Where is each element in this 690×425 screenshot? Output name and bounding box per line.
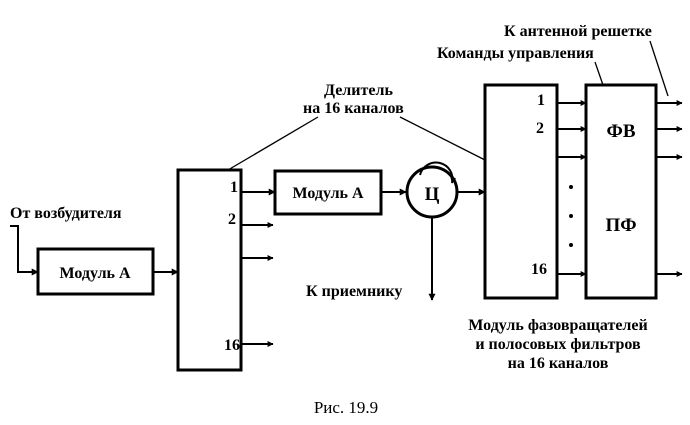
module-a-block-2 bbox=[273, 169, 383, 216]
module-caption-line2: и полосовых фильтров bbox=[475, 336, 641, 353]
divider-label-line2: на 16 каналов bbox=[303, 100, 404, 117]
control-commands-label: Команды управления bbox=[437, 45, 594, 62]
antenna-leader-line bbox=[649, 40, 669, 97]
control-leader-line bbox=[594, 61, 604, 86]
phase-filter-module-body bbox=[584, 83, 658, 300]
module-a-label-1: Модуль А bbox=[59, 265, 131, 282]
phase-shifter-label: ФВ bbox=[607, 121, 636, 142]
phase-filter-module-inputs bbox=[483, 83, 559, 300]
input-arrow bbox=[10, 225, 39, 276]
ellipsis-dot bbox=[569, 185, 573, 189]
module-port-second: 2 bbox=[536, 120, 544, 137]
module-port-first: 1 bbox=[537, 92, 545, 109]
from-exciter-label: От возбудителя bbox=[10, 205, 122, 222]
divider-port-last: 16 bbox=[224, 337, 240, 354]
circulator-label: Ц bbox=[425, 184, 440, 205]
figure-caption: Рис. 19.9 bbox=[314, 398, 378, 417]
divider-leader-line-left bbox=[227, 116, 319, 171]
ellipsis-dot bbox=[569, 214, 573, 218]
circulator-rotation-icon bbox=[419, 161, 457, 184]
module-caption-line1: Модуль фазовращателей bbox=[468, 317, 647, 334]
module-port-last: 16 bbox=[531, 261, 547, 278]
bandpass-filter-label: ПФ bbox=[605, 215, 636, 236]
to-antenna-label: К антенной решетке bbox=[504, 23, 652, 40]
divider-leader-line-right bbox=[399, 116, 486, 161]
module-caption-line3: на 16 каналов bbox=[508, 355, 609, 372]
divider-port-first: 1 bbox=[230, 179, 238, 196]
ellipsis-dot bbox=[569, 243, 573, 247]
divider-block bbox=[176, 168, 243, 372]
to-receiver-label: К приемнику bbox=[306, 283, 402, 300]
module-a-block-1 bbox=[36, 247, 155, 296]
module-a-label-2: Модуль А bbox=[292, 185, 364, 202]
divider-label-line1: Делитель bbox=[324, 82, 393, 99]
divider-port-second: 2 bbox=[228, 211, 236, 228]
